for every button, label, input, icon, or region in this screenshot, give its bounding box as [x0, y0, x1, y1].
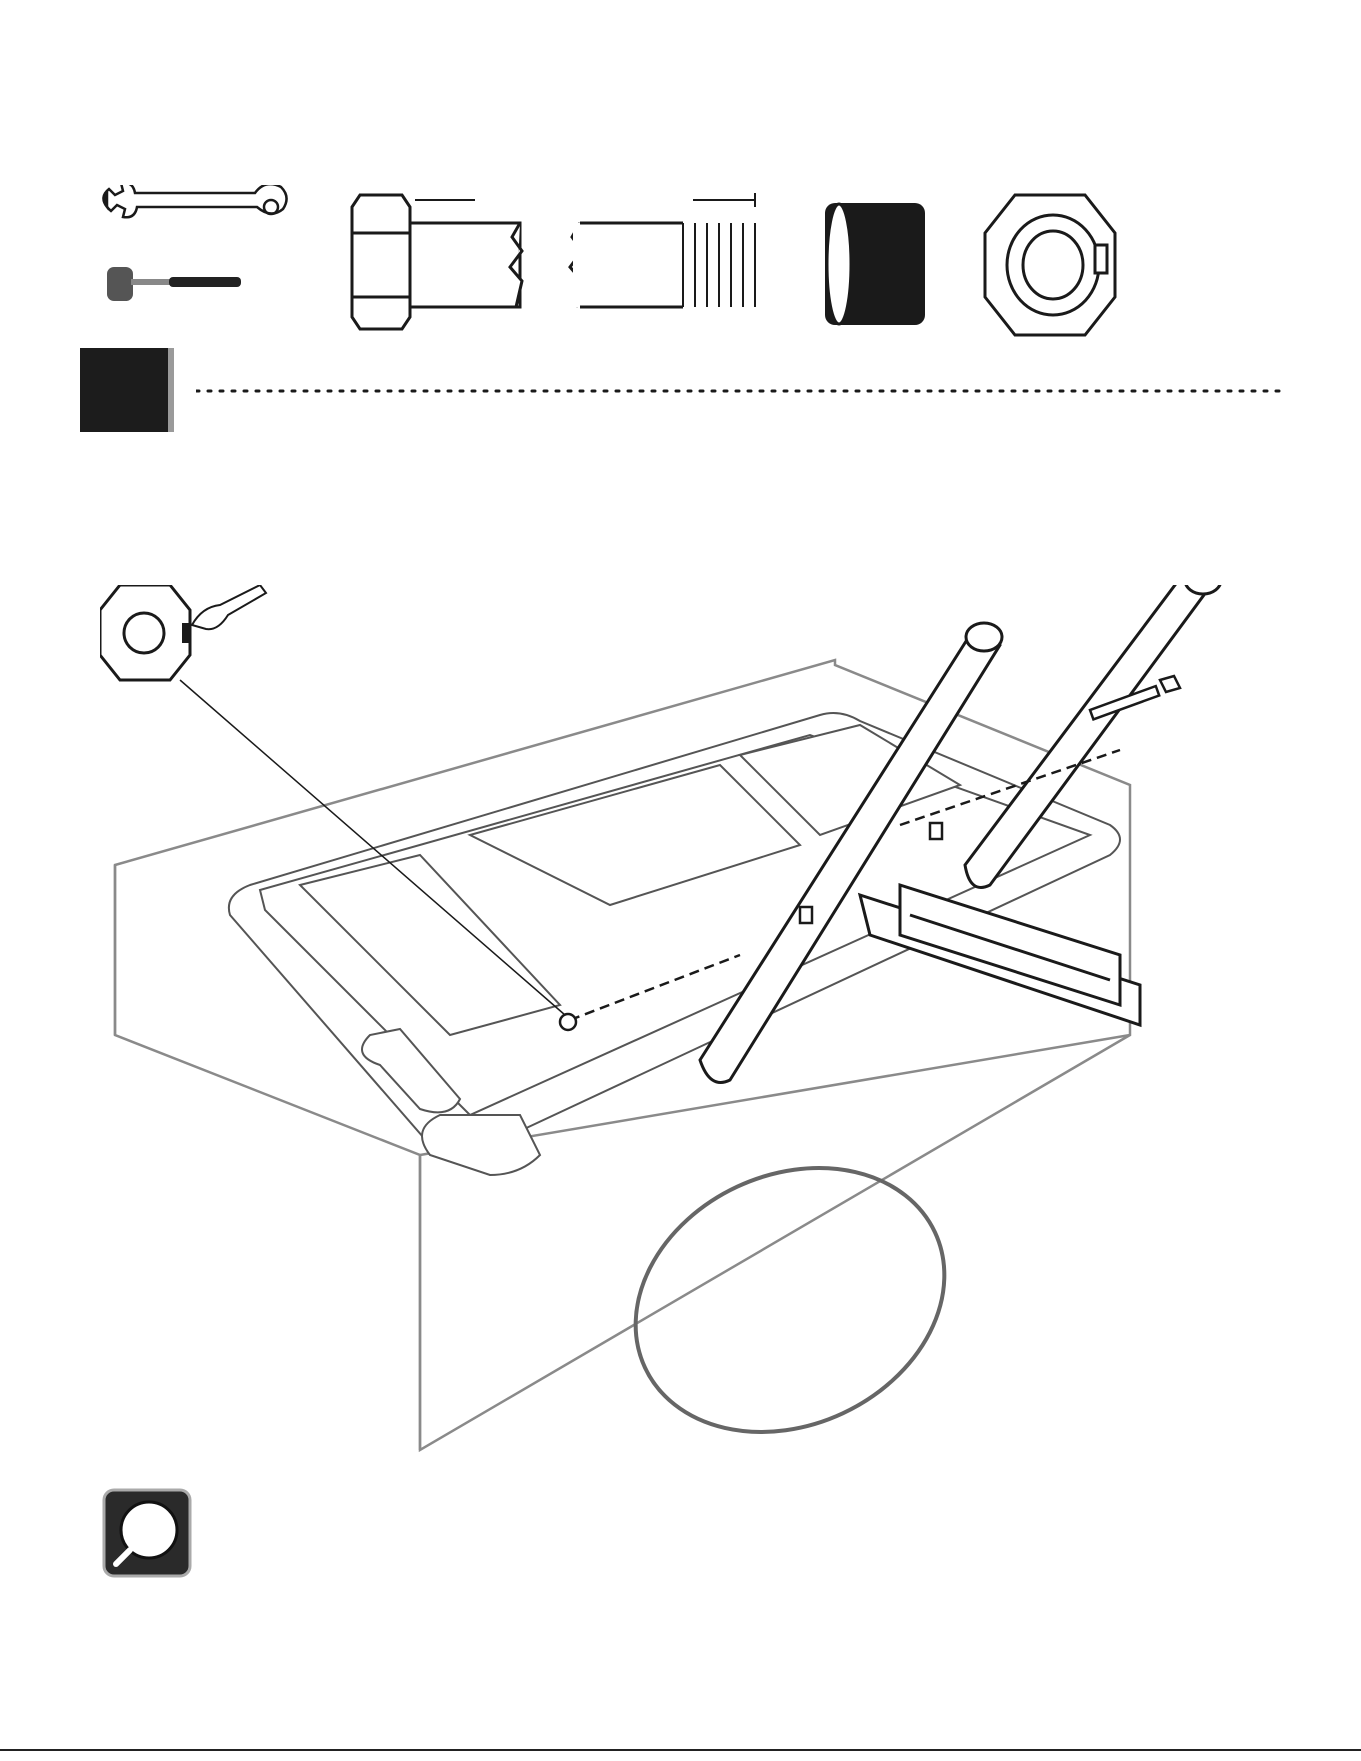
step-divider	[196, 389, 1281, 393]
magnifier-icon	[102, 1488, 192, 1578]
footer-rule	[0, 1749, 1361, 1751]
hardware-row	[95, 185, 1205, 345]
basketball-rim	[592, 1119, 988, 1455]
hex-bolt	[352, 193, 755, 329]
mallet-icon	[107, 267, 241, 301]
spacer-sleeve	[825, 203, 925, 325]
step-number-badge	[80, 348, 174, 432]
bolt-threads	[683, 223, 755, 307]
lock-nut	[985, 195, 1115, 335]
wrench-icon	[103, 185, 286, 217]
pointing-hand-icon	[192, 585, 266, 629]
assembly-illustration	[100, 585, 1260, 1455]
